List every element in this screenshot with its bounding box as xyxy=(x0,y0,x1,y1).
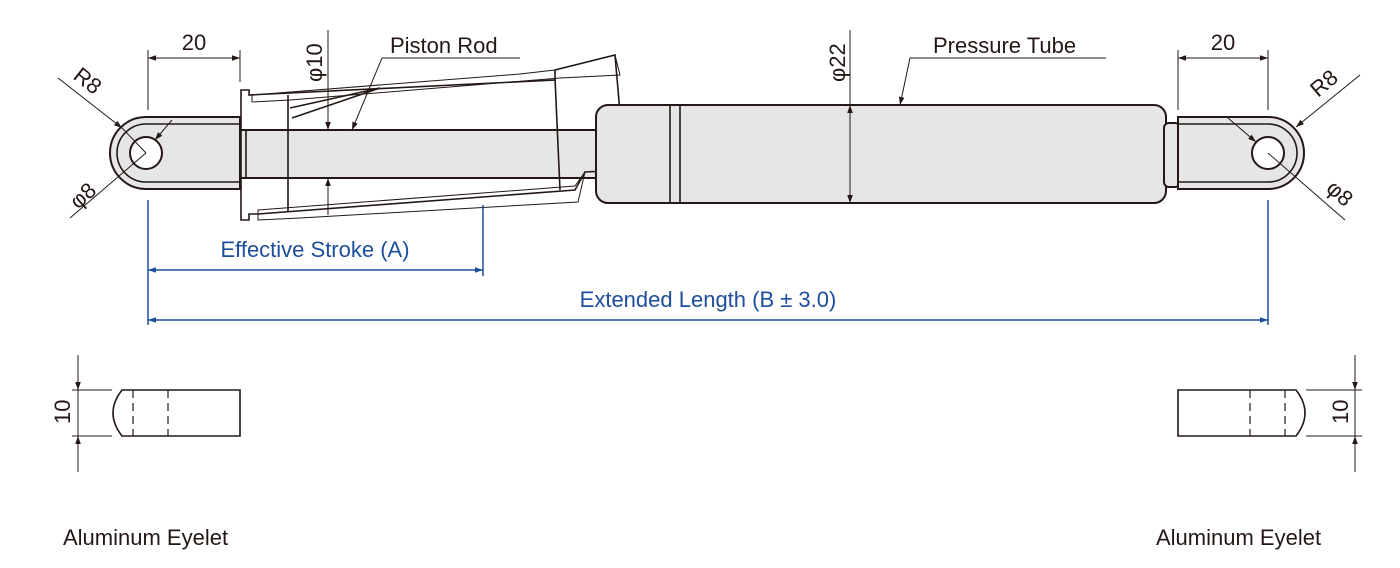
dim-eyelet-length-left: 20 xyxy=(147,30,241,110)
left-eyelet xyxy=(109,116,241,190)
svg-text:R8: R8 xyxy=(1305,65,1343,102)
svg-text:Piston Rod: Piston Rod xyxy=(390,33,498,58)
svg-text:Pressure Tube: Pressure Tube xyxy=(933,33,1076,58)
svg-text:20: 20 xyxy=(1211,30,1235,55)
label-eyelet-right: Aluminum Eyelet xyxy=(1156,525,1321,550)
pressure-tube xyxy=(595,104,1181,204)
svg-text:Effective Stroke (A): Effective Stroke (A) xyxy=(220,237,409,262)
label-pressure-tube: Pressure Tube xyxy=(898,33,1106,106)
dust-cover xyxy=(240,53,626,221)
svg-text:20: 20 xyxy=(182,30,206,55)
left-eyelet-side-view: 10 xyxy=(50,355,241,472)
svg-text:R8: R8 xyxy=(69,62,107,99)
dim-tube-diameter: φ22 xyxy=(825,30,853,203)
svg-text:φ8: φ8 xyxy=(1322,175,1358,211)
svg-text:10: 10 xyxy=(50,400,75,424)
svg-text:φ10: φ10 xyxy=(302,43,327,82)
svg-text:Extended Length (B ± 3.0): Extended Length (B ± 3.0) xyxy=(580,287,837,312)
svg-text:10: 10 xyxy=(1328,400,1353,424)
right-eyelet xyxy=(1177,116,1305,190)
dim-radius-right: R8 xyxy=(1295,65,1361,128)
right-eyelet-side-view: 10 xyxy=(1177,355,1362,472)
label-eyelet-left: Aluminum Eyelet xyxy=(63,525,228,550)
dim-extended-length: Extended Length (B ± 3.0) xyxy=(148,200,1269,325)
label-piston-rod: Piston Rod xyxy=(351,33,520,131)
piston-rod xyxy=(239,129,621,179)
svg-text:φ8: φ8 xyxy=(65,177,101,213)
dim-eyelet-length-right: 20 xyxy=(1177,30,1269,110)
svg-text:φ22: φ22 xyxy=(825,43,850,82)
dim-rod-diameter: φ10 xyxy=(302,30,331,215)
dim-effective-stroke: Effective Stroke (A) xyxy=(147,200,484,325)
dim-radius-left: R8 xyxy=(57,62,147,154)
